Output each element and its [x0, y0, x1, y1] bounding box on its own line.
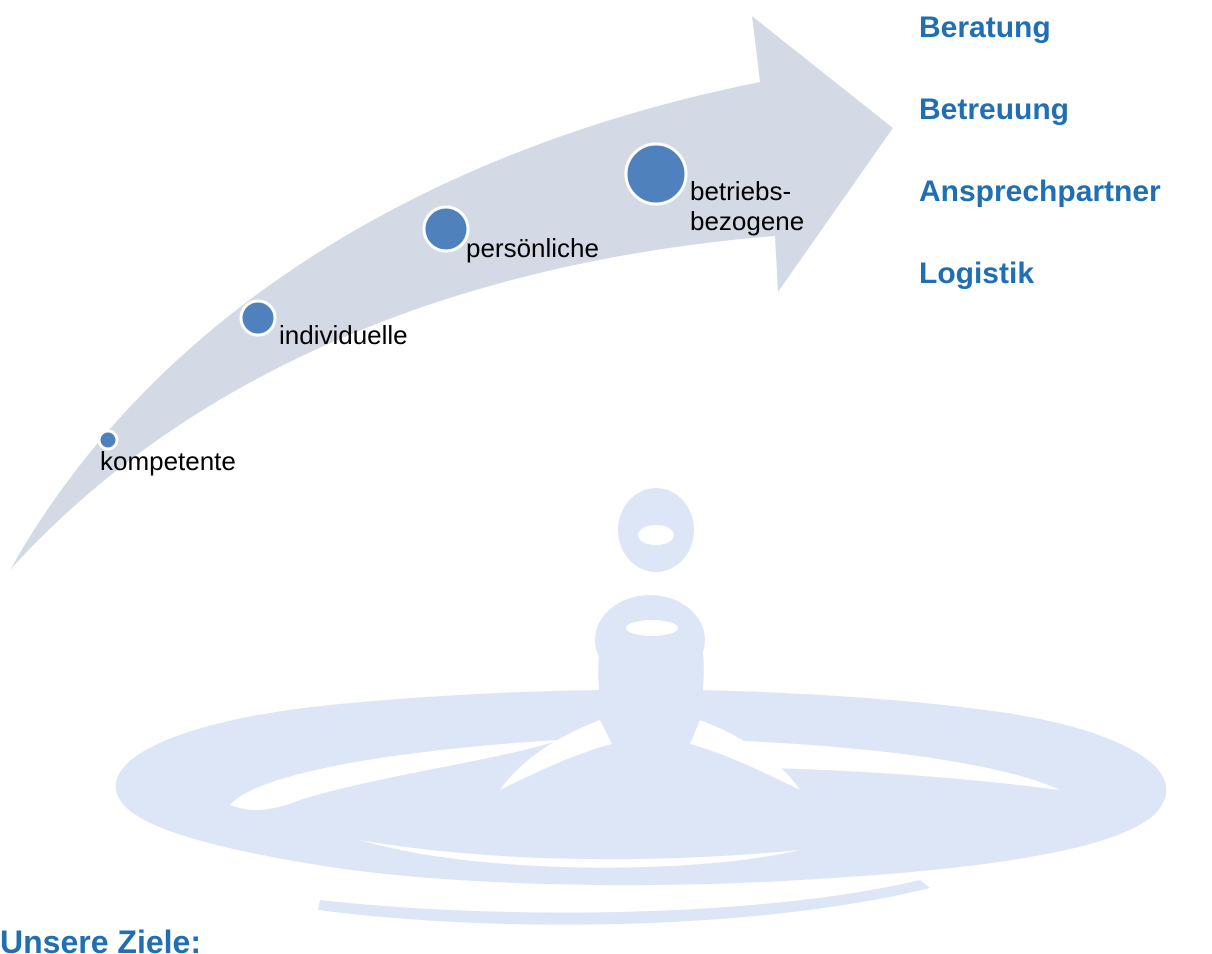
- step-label-persoenliche: persönliche: [466, 233, 599, 263]
- service-item-ansprechpartner: Ansprechpartner: [919, 175, 1161, 208]
- inner-ripple-ring: [230, 740, 560, 810]
- service-item-betreuung: Betreuung: [919, 93, 1069, 126]
- ripple-highlights: [230, 525, 1060, 868]
- outer-ripple: [115, 689, 1167, 886]
- water-drop-watermark: [115, 488, 1167, 925]
- droplet-highlight: [638, 525, 674, 545]
- step-label-individuelle: individuelle: [279, 320, 408, 350]
- step-dot-betriebsbezogene: [624, 142, 688, 206]
- step-dot-kompetente: [97, 429, 119, 451]
- drop-highlight: [626, 620, 678, 636]
- step-dot-persoenliche: [422, 205, 470, 253]
- step-label-kompetente: kompetente: [100, 446, 236, 476]
- step-dot-individuelle: [239, 299, 277, 337]
- inner-ripple-ring: [720, 740, 1060, 790]
- section-heading: Unsere Ziele:: [0, 924, 201, 954]
- inner-ripple-ring: [690, 720, 800, 790]
- step-dots: [97, 142, 688, 451]
- service-item-logistik: Logistik: [919, 257, 1035, 290]
- curved-arrow: [10, 16, 893, 570]
- inner-ripple-ring: [500, 720, 612, 790]
- inner-ripple-ring: [360, 840, 800, 868]
- step-label-betriebsbezogene: betriebs- bezogene: [690, 176, 805, 236]
- ripple-bottom-rim: [318, 880, 930, 925]
- service-item-beratung: Beratung: [919, 11, 1051, 44]
- drop-column-head: [595, 595, 705, 685]
